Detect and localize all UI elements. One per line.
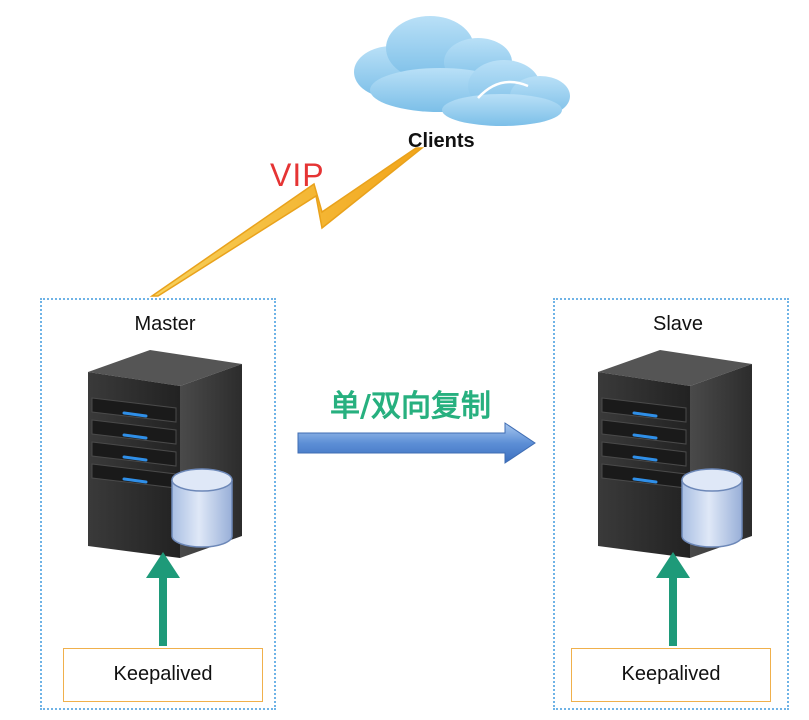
database-cylinder-icon — [681, 468, 743, 548]
slave-group — [553, 298, 789, 710]
replication-arrow — [297, 422, 536, 464]
slave-label: Slave — [652, 313, 704, 335]
clients-label: Clients — [408, 130, 475, 152]
master-group — [40, 298, 276, 710]
health-check-arrow — [656, 552, 690, 646]
health-check-arrow — [146, 552, 180, 646]
lightning-bolt-icon — [149, 147, 425, 297]
master-label: Master — [134, 313, 196, 335]
slave-keepalived-box: Keepalived — [571, 648, 771, 702]
replication-label: 单/双向复制 — [330, 389, 491, 424]
master-keepalived-box: Keepalived — [63, 648, 263, 702]
database-cylinder-icon — [171, 468, 233, 548]
vip-label: VIP — [270, 157, 325, 193]
cloud-icon — [354, 16, 570, 126]
